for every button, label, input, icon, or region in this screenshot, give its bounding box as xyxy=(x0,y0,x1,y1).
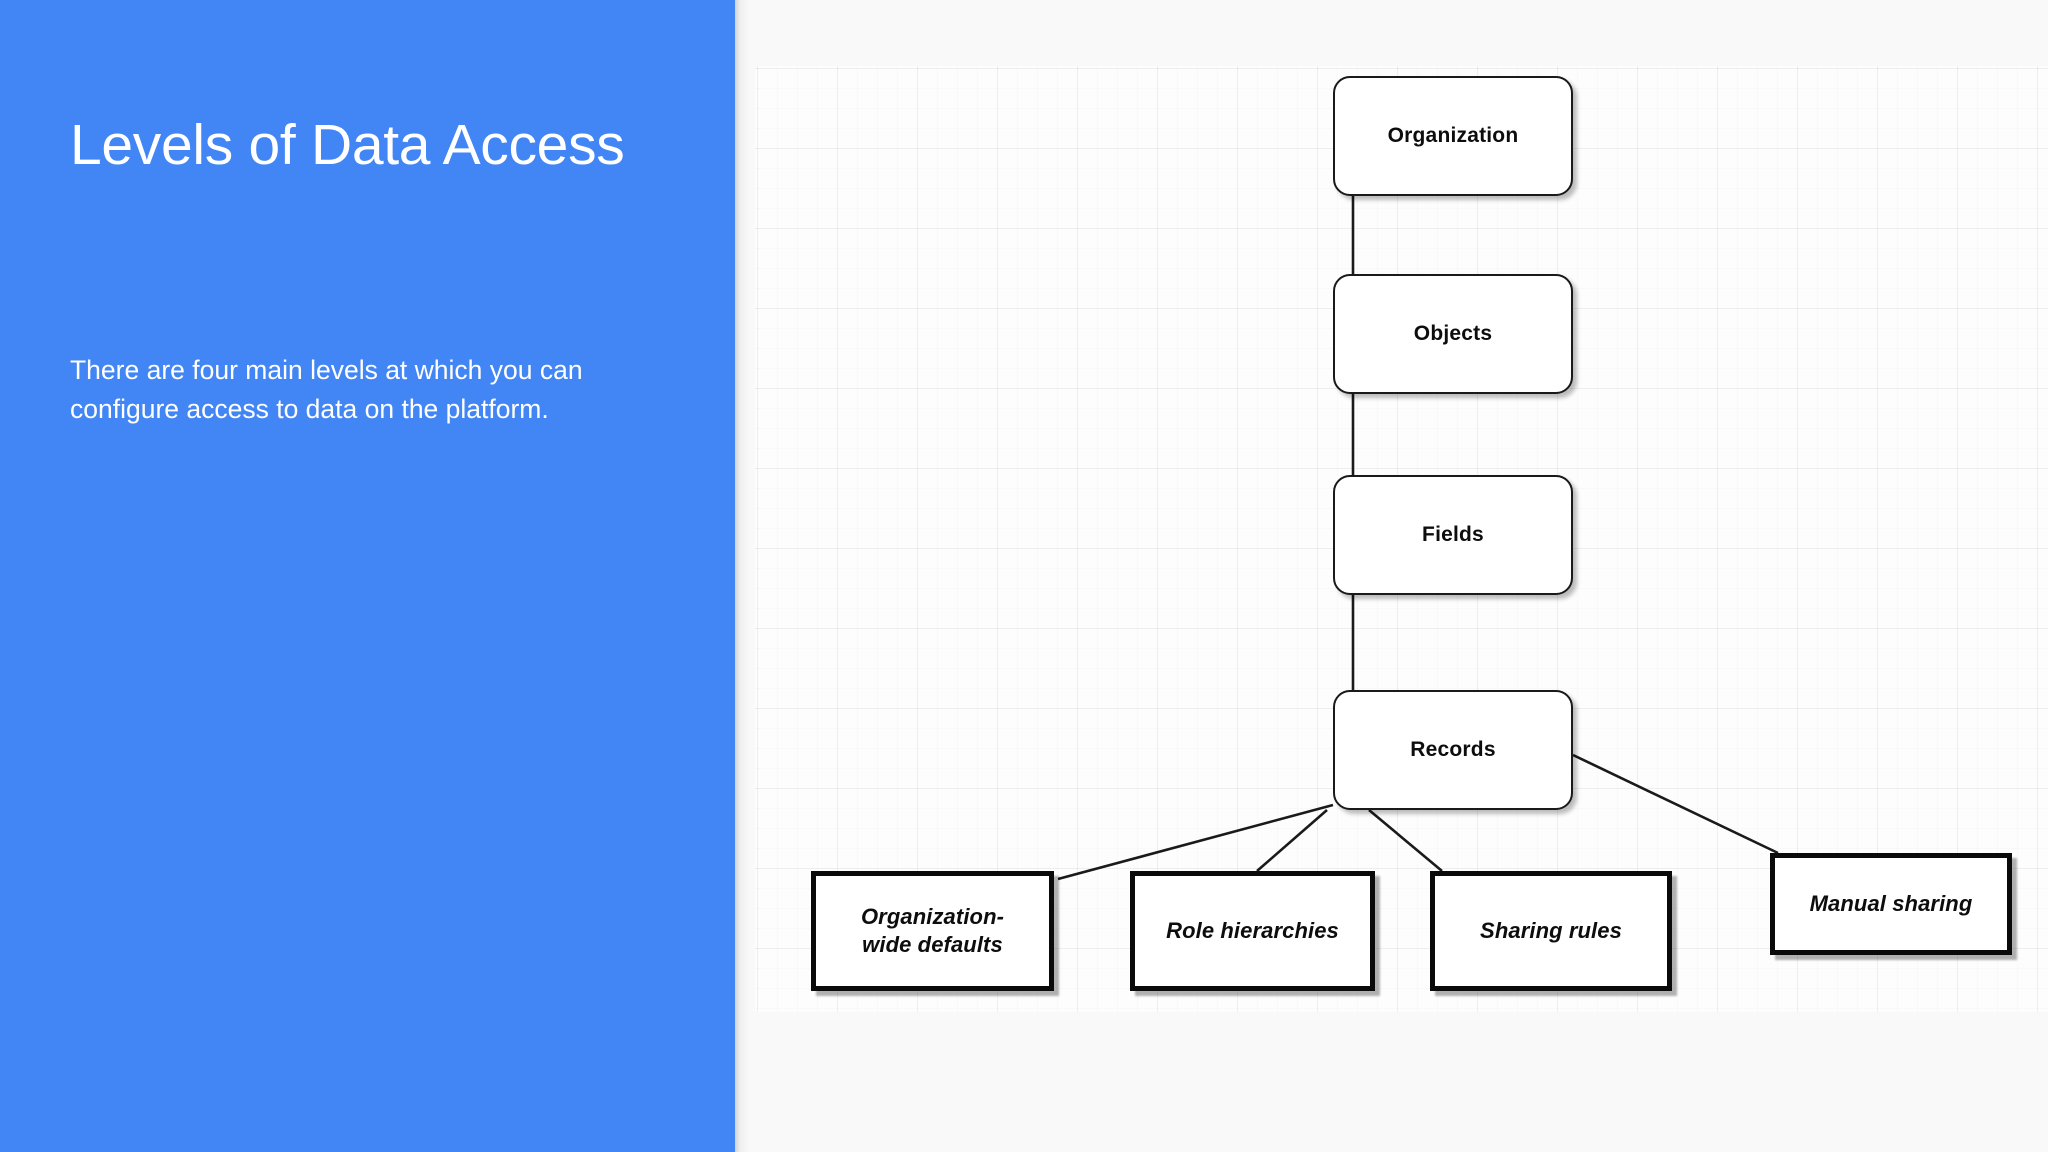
page-title: Levels of Data Access xyxy=(70,113,625,177)
node-org-wide-defaults-label: Organization-wide defaults xyxy=(860,903,1005,957)
node-fields[interactable]: Fields xyxy=(1333,475,1573,595)
node-sharing-rules[interactable]: Sharing rules xyxy=(1430,871,1672,991)
node-organization-label: Organization xyxy=(1387,124,1519,147)
node-objects-label: Objects xyxy=(1413,322,1493,345)
node-role-hierarchies[interactable]: Role hierarchies xyxy=(1130,871,1375,991)
left-content-panel: Levels of Data Access There are four mai… xyxy=(0,0,735,1152)
panel-description-text: There are four main levels at which you … xyxy=(70,355,583,425)
node-objects[interactable]: Objects xyxy=(1333,274,1573,394)
node-sharing-rules-label: Sharing rules xyxy=(1480,917,1622,943)
node-records-label: Records xyxy=(1410,738,1496,761)
node-manual-sharing-label: Manual sharing xyxy=(1809,890,1973,916)
node-records[interactable]: Records xyxy=(1333,690,1573,810)
node-fields-label: Fields xyxy=(1422,523,1484,546)
node-org-wide-defaults[interactable]: Organization-wide defaults xyxy=(811,871,1054,991)
diagram-canvas: Organization Objects Fields Records Orga… xyxy=(735,0,2048,1152)
node-role-hierarchies-label: Role hierarchies xyxy=(1166,917,1339,943)
node-organization[interactable]: Organization xyxy=(1333,76,1573,196)
node-manual-sharing[interactable]: Manual sharing xyxy=(1770,853,2012,955)
